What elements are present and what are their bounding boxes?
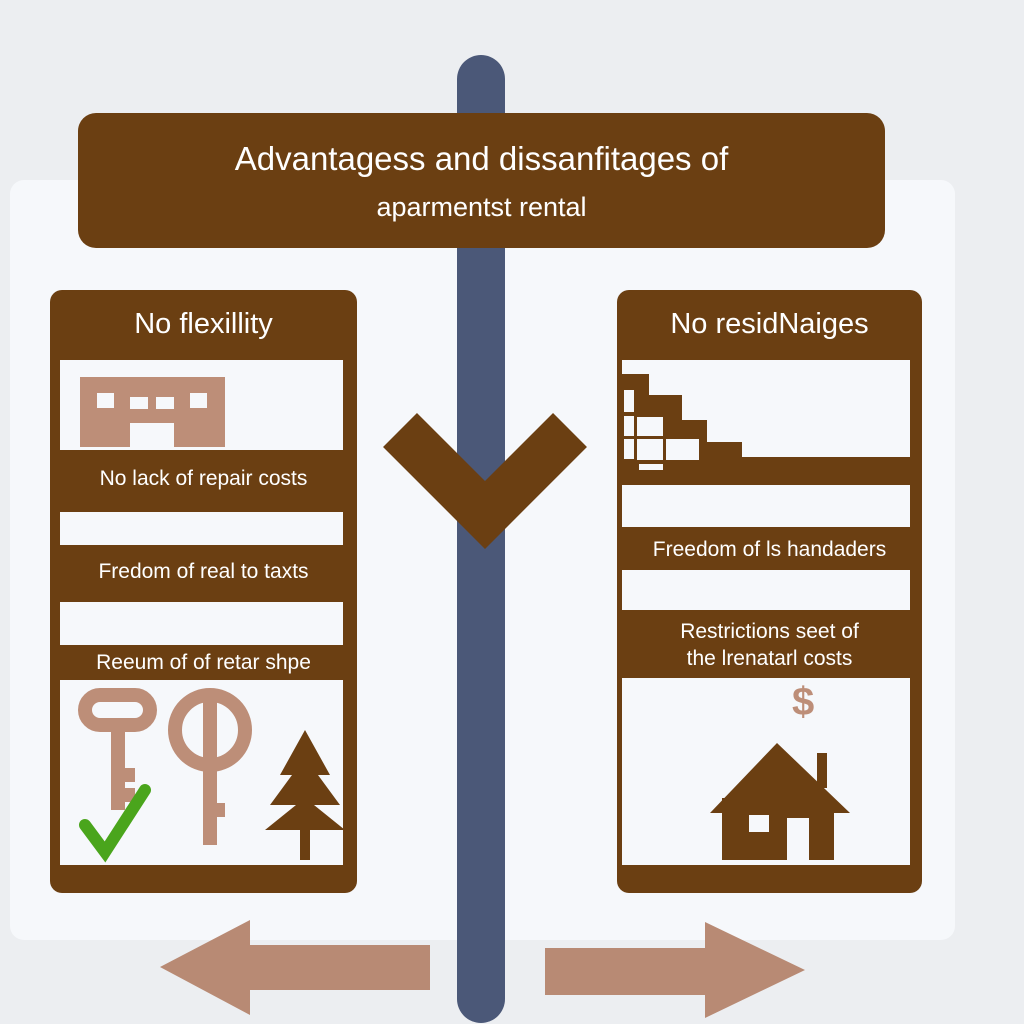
right-card-heading: No residNaiges [670, 308, 869, 340]
stairs-icon [622, 374, 910, 470]
left-card-heading: No flexillity [134, 308, 273, 340]
key-icon [168, 688, 252, 845]
blank-row [60, 512, 343, 545]
right-item-1: Freedom of ls handaders [652, 538, 887, 561]
title-banner: Advantagess and dissanfitages of aparmen… [78, 113, 885, 248]
building-row [60, 360, 343, 450]
tree-icon [265, 730, 343, 860]
title-line-1: Advantagess and dissanfitages of [234, 140, 729, 177]
checkmark-icon [79, 784, 151, 863]
house-row: $ [622, 678, 910, 865]
keys-row [60, 680, 343, 865]
blank-row [622, 485, 910, 527]
blank-row [622, 570, 910, 610]
stairs-row [622, 360, 910, 470]
title-line-2: aparmentst rental [376, 192, 587, 222]
key-icon [78, 688, 157, 810]
left-card: No flexillity No lack of repair costs Fr… [50, 290, 357, 893]
left-item-1: No lack of repair costs [99, 467, 308, 490]
right-item-2: Restrictions seet of [680, 620, 859, 643]
right-item-3: the lrenatarl costs [686, 647, 853, 670]
arrow-left-icon[interactable] [155, 915, 435, 1020]
keys-illustration [78, 688, 343, 863]
house-icon [710, 743, 850, 860]
left-item-2: Fredom of real to taxts [98, 560, 309, 583]
left-item-3: Reeum of of retar shpe [96, 651, 311, 674]
building-icon [80, 377, 225, 447]
chevron-down-icon [383, 413, 587, 549]
right-card: No residNaiges Freedom of ls handaders R… [617, 290, 922, 893]
arrow-right-icon[interactable] [540, 920, 810, 1020]
blank-row [60, 602, 343, 645]
dollar-icon: $ [792, 680, 815, 724]
